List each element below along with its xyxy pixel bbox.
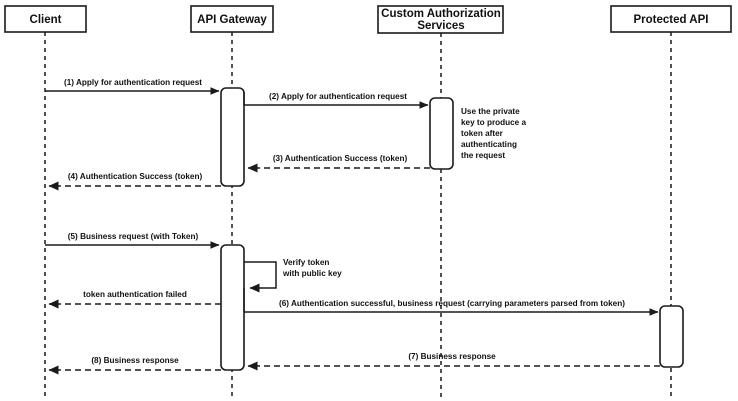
- message-self-verify-token-label-line1: Verify token: [283, 258, 329, 267]
- message-self-verify-token-label-line2: with public key: [282, 269, 342, 278]
- message-1[interactable]: (1) Apply for authentication request: [45, 78, 220, 95]
- participant-client[interactable]: Client: [4, 5, 87, 33]
- activation-auth-service[interactable]: [429, 97, 454, 170]
- message-5[interactable]: (5) Business request (with Token): [45, 232, 220, 249]
- participant-box-custom-authorization-services[interactable]: [377, 5, 504, 34]
- activation-protected-api[interactable]: [659, 305, 684, 368]
- note-private-key: Use the private key to produce a token a…: [461, 107, 527, 160]
- participant-box-client[interactable]: [4, 5, 87, 33]
- participant-protected-api[interactable]: Protected API: [610, 5, 732, 33]
- message-token-authentication-failed[interactable]: token authentication failed: [48, 290, 221, 309]
- message-4[interactable]: (4) Authentication Success (token): [48, 172, 221, 191]
- message-2-label: (2) Apply for authentication request: [269, 92, 407, 101]
- participant-custom-authorization-services[interactable]: Custom Authorization Services: [377, 5, 504, 34]
- message-3-label: (3) Authentication Success (token): [273, 154, 408, 163]
- note-private-key-line2: key to produce a: [461, 118, 527, 127]
- message-token-authentication-failed-label: token authentication failed: [83, 290, 187, 299]
- note-private-key-line1: Use the private: [461, 107, 520, 116]
- message-3[interactable]: (3) Authentication Success (token): [247, 154, 430, 173]
- message-1-label: (1) Apply for authentication request: [64, 78, 202, 87]
- message-7[interactable]: (7) Business response: [247, 352, 660, 371]
- participant-label-client: Client: [30, 14, 62, 26]
- participant-label-custom-authorization-services-line1: Custom Authorization: [381, 8, 501, 20]
- message-4-label: (4) Authentication Success (token): [68, 172, 203, 181]
- participant-label-api-gateway: API Gateway: [197, 14, 267, 26]
- participant-box-protected-api[interactable]: [610, 5, 732, 33]
- activation-gateway-business[interactable]: [220, 244, 245, 371]
- message-6-label: (6) Authentication successful, business …: [279, 299, 625, 308]
- participant-label-protected-api: Protected API: [634, 14, 709, 26]
- message-self-verify-token[interactable]: Verify token with public key: [244, 258, 342, 293]
- activation-bars-group: [220, 87, 684, 371]
- note-private-key-line4: authenticating: [461, 140, 517, 149]
- activation-gateway-auth[interactable]: [220, 87, 245, 187]
- message-7-label: (7) Business response: [408, 352, 496, 361]
- message-8[interactable]: (8) Business response: [48, 356, 221, 375]
- message-6[interactable]: (6) Authentication successful, business …: [243, 288, 659, 316]
- note-private-key-line5: the request: [461, 151, 505, 160]
- lifelines-group: [44, 32, 672, 399]
- note-private-key-line3: token after: [461, 129, 504, 138]
- message-8-label: (8) Business response: [91, 356, 179, 365]
- participant-label-custom-authorization-services-line2: Services: [417, 20, 464, 32]
- message-self-verify-token-arrow: [244, 261, 277, 293]
- message-2[interactable]: (2) Apply for authentication request: [243, 92, 429, 109]
- participant-box-api-gateway[interactable]: [190, 5, 274, 33]
- participant-api-gateway[interactable]: API Gateway: [190, 5, 274, 33]
- message-5-label: (5) Business request (with Token): [68, 232, 199, 241]
